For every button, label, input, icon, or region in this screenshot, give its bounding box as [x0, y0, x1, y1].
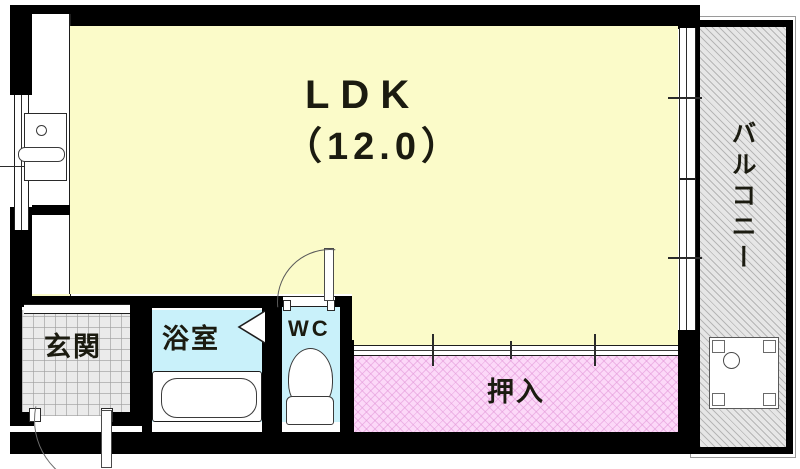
balcony-wall-left [694, 20, 700, 454]
room-label-closet: 押入 [487, 377, 545, 407]
wall-right-lower [678, 330, 700, 454]
room-label-ldk-area: （12.0） [284, 126, 464, 168]
genkan-wall-left [10, 296, 22, 420]
room-closet-fill [352, 355, 678, 432]
genkan-wall-bottom-right [108, 412, 142, 426]
room-label-genkan: 玄関 [44, 332, 102, 362]
room-label-ldk: LDK [305, 73, 421, 117]
sink-icon [18, 113, 67, 181]
bath-wall-top [142, 296, 272, 308]
wc-wall-left [272, 296, 282, 432]
kitchen-window-tick [0, 166, 34, 168]
bath-folding-door-icon[interactable] [234, 310, 266, 346]
wall-bottom [10, 432, 700, 454]
wall-wc-closet-corner [340, 340, 354, 432]
closet-sliding-doors[interactable] [352, 345, 678, 356]
closet-slider-tick-2 [510, 341, 512, 359]
balcony-wall-right [786, 20, 793, 454]
room-genkan-fill [22, 310, 132, 416]
balcony-wall-top [694, 20, 792, 27]
toilet-tank [286, 396, 334, 425]
bathtub-basin [161, 378, 257, 418]
kitchen-counter-ledge [32, 205, 96, 215]
balcony-wall-bottom [694, 447, 793, 454]
genkan-wall-bottom-left [10, 412, 34, 426]
room-ldk-fill-lower [352, 294, 678, 345]
balcony-door-tick-upper [668, 97, 702, 99]
sink-faucet-knob [36, 125, 47, 136]
wall-left-lower [10, 207, 32, 307]
sink-basin [18, 147, 65, 162]
genkan-sliding-door[interactable] [24, 304, 130, 314]
wall-left-upper [10, 5, 32, 95]
room-label-wc: WC [288, 316, 331, 341]
closet-slider-tick-1 [432, 334, 434, 366]
wall-top [10, 5, 700, 27]
kitchen-nook-divider [69, 14, 71, 305]
room-label-bathroom: 浴室 [162, 324, 220, 354]
balcony-door-tick-lower [668, 257, 702, 259]
wall-right-upper-stub [678, 5, 700, 29]
balcony-door-mid-join [679, 178, 696, 180]
wc-wall-top-right-stub [334, 296, 352, 307]
genkan-wall-top [10, 296, 142, 304]
bath-wall-left [142, 296, 152, 432]
ac-unit-icon [709, 337, 779, 409]
bathtub-icon [152, 371, 262, 422]
genkan-wall-right [130, 296, 142, 420]
room-ldk-fill [70, 26, 678, 294]
room-label-balcony: バルコニー [728, 120, 756, 275]
bath-wall-right [262, 296, 272, 432]
closet-slider-tick-3 [594, 334, 596, 366]
